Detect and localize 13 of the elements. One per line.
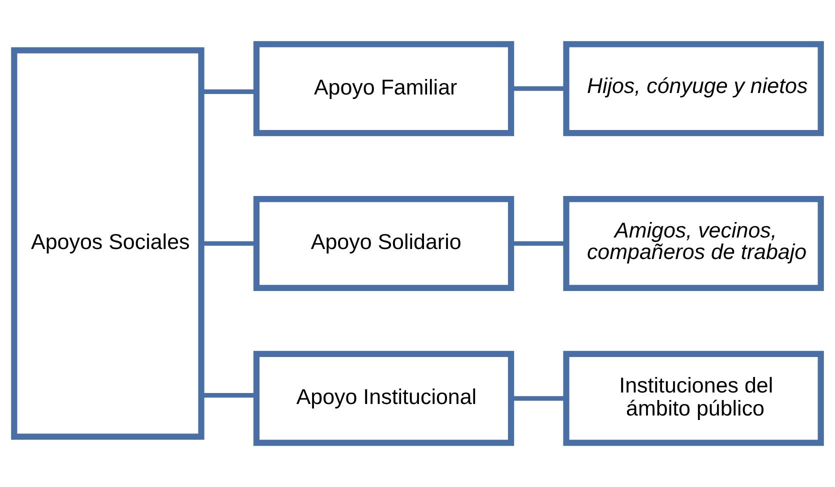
- connector: [202, 393, 256, 398]
- node-box: Apoyo Institucional: [253, 350, 514, 446]
- node-box: Apoyo Solidario: [253, 196, 514, 292]
- connector: [202, 241, 256, 246]
- node-box: Apoyo Familiar: [253, 41, 514, 136]
- node-box: Instituciones del ámbito público: [563, 350, 824, 446]
- connector: [511, 241, 566, 246]
- connector: [202, 89, 256, 94]
- node-box: Hijos, cónyuge y nietos: [563, 41, 824, 136]
- connector: [511, 396, 566, 401]
- connector: [511, 86, 566, 91]
- node-box: Apoyos Sociales: [11, 47, 204, 440]
- node-box: Amigos, vecinos, compañeros de trabajo: [563, 196, 824, 292]
